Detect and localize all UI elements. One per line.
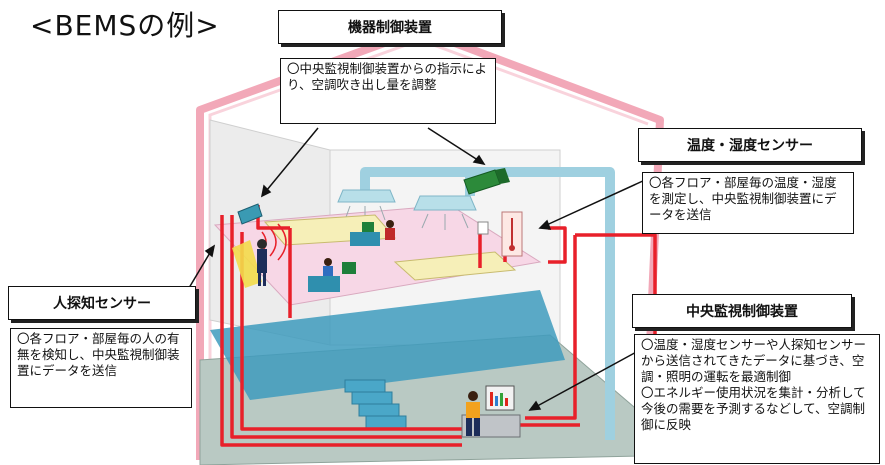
callout-body: 〇各フロア・部屋毎の人の有無を検知し、中央監視制御装置にデータを送信 xyxy=(10,328,192,408)
callout-text: 〇温度・湿度センサーや人探知センサーから送信されてきたデータに基づき、空調・照明… xyxy=(641,337,867,384)
pointer-arrows xyxy=(182,127,646,411)
callout-title: 人探知センサー xyxy=(8,286,196,320)
callout-text: 〇各フロア・部屋毎の人の有無を検知し、中央監視制御装置にデータを送信 xyxy=(17,331,180,378)
thermometer-icon xyxy=(501,211,523,257)
person-at-desk-middle-icon xyxy=(308,258,356,292)
callout-body: 〇中央監視制御装置からの指示により、空調吹き出し量を調整 xyxy=(280,58,496,124)
callout-body: 〇各フロア・部屋毎の温度・湿度を測定し、中央監視制御装置にデータを送信 xyxy=(642,172,854,234)
callout-body: 〇温度・湿度センサーや人探知センサーから送信されてきたデータに基づき、空調・照明… xyxy=(634,334,880,464)
person-standing-icon xyxy=(257,239,267,286)
air-diffuser-right xyxy=(413,195,477,211)
callout-title: 温度・湿度センサー xyxy=(638,128,862,162)
callout-central-control: 中央監視制御装置 〇温度・湿度センサーや人探知センサーから送信されてきたデータに… xyxy=(628,294,884,464)
callout-text: 〇各フロア・部屋毎の温度・湿度を測定し、中央監視制御装置にデータを送信 xyxy=(649,175,837,222)
callout-equipment-control: 機器制御装置 〇中央監視制御装置からの指示により、空調吹き出し量を調整 xyxy=(278,10,508,130)
ceiling-light-panel-2 xyxy=(393,251,517,281)
central-control-workstation-icon xyxy=(461,385,521,438)
equipment-control-device-icon xyxy=(463,168,510,195)
middle-floor xyxy=(210,290,565,400)
air-diffuser-left xyxy=(337,189,396,203)
stairs xyxy=(344,379,407,429)
page-title: <BEMSの例> xyxy=(30,9,220,42)
callout-title: 中央監視制御装置 xyxy=(632,294,852,328)
callout-text: 〇中央監視制御装置からの指示により、空調吹き出し量を調整 xyxy=(287,61,488,92)
person-at-desk-upper-icon xyxy=(350,220,395,246)
callout-text: 〇エネルギー使用状況を集計・分析して今後の需要を予測するなどして、空調制御に反映 xyxy=(641,385,866,432)
human-sensor-device-icon xyxy=(237,203,263,225)
callout-temp-humidity-sensor: 温度・湿度センサー 〇各フロア・部屋毎の温度・湿度を測定し、中央監視制御装置にデ… xyxy=(638,128,868,238)
callout-human-sensor: 人探知センサー 〇各フロア・部屋毎の人の有無を検知し、中央監視制御装置にデータを… xyxy=(8,286,204,410)
callout-title: 機器制御装置 xyxy=(278,10,502,44)
